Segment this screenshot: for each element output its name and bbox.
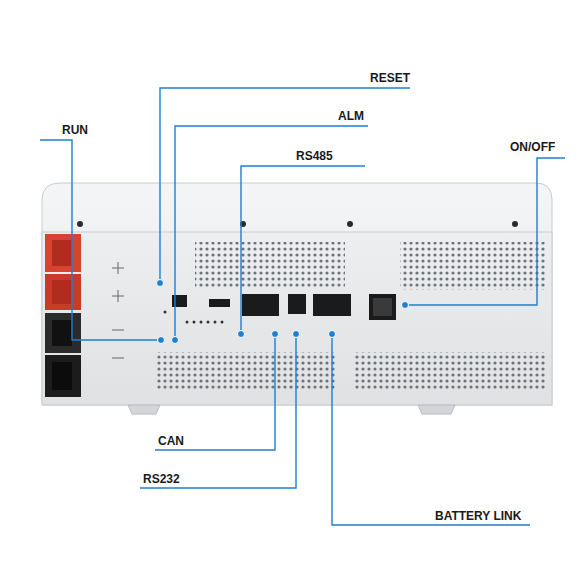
callout-label: RS485 <box>294 149 335 163</box>
callout-label: RS232 <box>141 472 182 486</box>
callout-label: ON/OFF <box>508 140 557 154</box>
callout-label: RUN <box>60 123 90 137</box>
callout-label: ALM <box>336 109 366 123</box>
callout-label: RESET <box>368 71 412 85</box>
callout-label: BATTERY LINK <box>433 509 523 523</box>
callout-label: CAN <box>156 434 186 448</box>
